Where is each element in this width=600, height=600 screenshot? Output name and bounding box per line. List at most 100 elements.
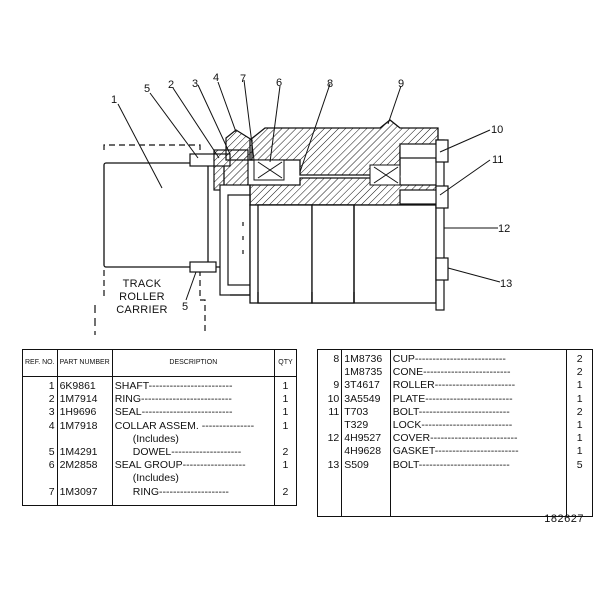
qty: 5 [576,458,583,471]
part-number: 1H9696 [57,406,113,420]
ref-no: 6 [22,459,58,473]
part-number: 3A5549 [341,392,391,406]
description: RING-------------------------- [112,393,275,407]
header-description: DESCRIPTION [112,349,275,377]
description: LOCK-------------------------- [390,419,568,433]
qty [274,472,296,485]
callout-5-bottom: 5 [182,301,188,313]
table-row: 6 2M2858 SEAL GROUP------------------ 1 [22,459,297,473]
ref-no [317,445,343,459]
ref-no: 12 [317,432,343,446]
qty: 2 [576,353,583,365]
ref-no: 9 [317,379,343,393]
callout-3: 3 [192,78,198,90]
part-number [57,432,113,447]
part-number: 1M8736 [341,349,391,367]
ref-no: 1 [22,376,58,394]
part-number: 1M4291 [57,446,113,460]
table-row: 4 1M7918 COLLAR ASSEM. --------------- 1 [22,419,297,433]
parts-table-right: 8 1M8736 CUP-------------------------- 2… [317,349,593,517]
qty: 2 [576,405,583,418]
qty: 1 [282,406,289,419]
callout-2: 2 [168,79,174,91]
description: PLATE------------------------- [390,392,568,406]
shaft [103,162,225,268]
table-row: 10 3A5549 PLATE-------------------------… [317,392,593,406]
qty: 2 [576,366,583,379]
callout-10: 10 [491,124,503,136]
qty: 2 [282,446,289,459]
callout-6: 6 [276,77,282,89]
table-row: 3 1H9696 SEAL-------------------------- … [22,406,297,420]
ref-no: 4 [22,419,58,433]
table-row: 1 6K9861 SHAFT------------------------ 1 [22,376,297,394]
ref-no: 13 [317,458,343,517]
description: SEAL GROUP------------------ [112,459,275,473]
part-number: 1M8735 [341,366,391,380]
ref-no: 3 [22,406,58,420]
table-row: (Includes) [22,472,297,486]
ref-no: 5 [22,446,58,460]
label-line-1: TRACK [122,278,162,290]
description: DOWEL-------------------- [112,446,275,460]
description: SEAL-------------------------- [112,406,275,420]
description: (Includes) [112,432,275,447]
qty: 1 [576,419,583,432]
description: RING-------------------- [112,485,275,506]
parts-table-left: REF. NO. PART NUMBER DESCRIPTION QTY 1 6… [22,349,297,506]
table-row: 4H9628 GASKET------------------------ 1 [317,445,593,459]
description: COLLAR ASSEM. --------------- [112,419,275,433]
collar-assembly [213,129,253,296]
part-number: 1M3097 [57,485,113,506]
part-number [57,472,113,486]
description: SHAFT------------------------ [112,376,275,394]
table-header-row: REF. NO. PART NUMBER DESCRIPTION QTY [22,349,297,377]
table-row: 9 3T4617 ROLLER----------------------- 1 [317,379,593,393]
table-row: 5 1M4291 DOWEL-------------------- 2 [22,446,297,460]
part-number: 1M7914 [57,393,113,407]
ref-no: 8 [317,349,343,367]
qty: 1 [282,419,289,432]
qty: 1 [576,379,583,392]
ref-no [317,419,343,433]
callout-5-top: 5 [144,83,150,95]
description: CONE------------------------- [390,366,568,380]
callout-12: 12 [498,223,510,235]
qty [274,433,296,446]
part-number: 2M2858 [57,459,113,473]
header-part-number: PART NUMBER [57,349,113,377]
qty: 1 [576,445,583,458]
label-line-2: ROLLER [119,291,165,303]
callout-13: 13 [500,278,512,290]
description: BOLT-------------------------- [390,405,568,420]
track-roller-drawing: 1 5 2 3 4 7 6 8 9 10 11 12 13 5 [94,72,512,335]
qty: 1 [576,432,583,445]
qty: 1 [576,392,583,405]
description: GASKET------------------------ [390,445,568,459]
table-row: 13 S509 BOLT-------------------------- 5 [317,458,593,517]
qty: 1 [282,459,289,472]
table-row: 2 1M7914 RING-------------------------- … [22,393,297,407]
header-ref-no: REF. NO. [22,349,58,377]
callout-8: 8 [327,78,333,90]
table-row: 8 1M8736 CUP-------------------------- 2 [317,349,593,367]
track-roller-carrier-label: TRACK ROLLER CARRIER [112,278,172,317]
header-qty: QTY [274,349,297,377]
qty: 2 [282,485,289,498]
description: (Includes) [112,472,275,486]
ref-no: 10 [317,392,343,406]
label-line-3: CARRIER [116,304,168,316]
bearings [253,159,401,186]
callout-4: 4 [213,72,219,84]
description: BOLT-------------------------- [390,458,568,517]
ref-no [22,432,58,447]
table-row: 1M8735 CONE------------------------- 2 [317,366,593,380]
part-number: 4H9527 [341,432,391,446]
qty: 1 [282,393,289,406]
callout-1: 1 [111,94,117,106]
ref-no [317,366,343,380]
part-number: S509 [341,458,391,517]
part-number: 1M7918 [57,419,113,433]
table-row: 7 1M3097 RING-------------------- 2 [22,485,297,506]
callout-7: 7 [240,73,246,85]
